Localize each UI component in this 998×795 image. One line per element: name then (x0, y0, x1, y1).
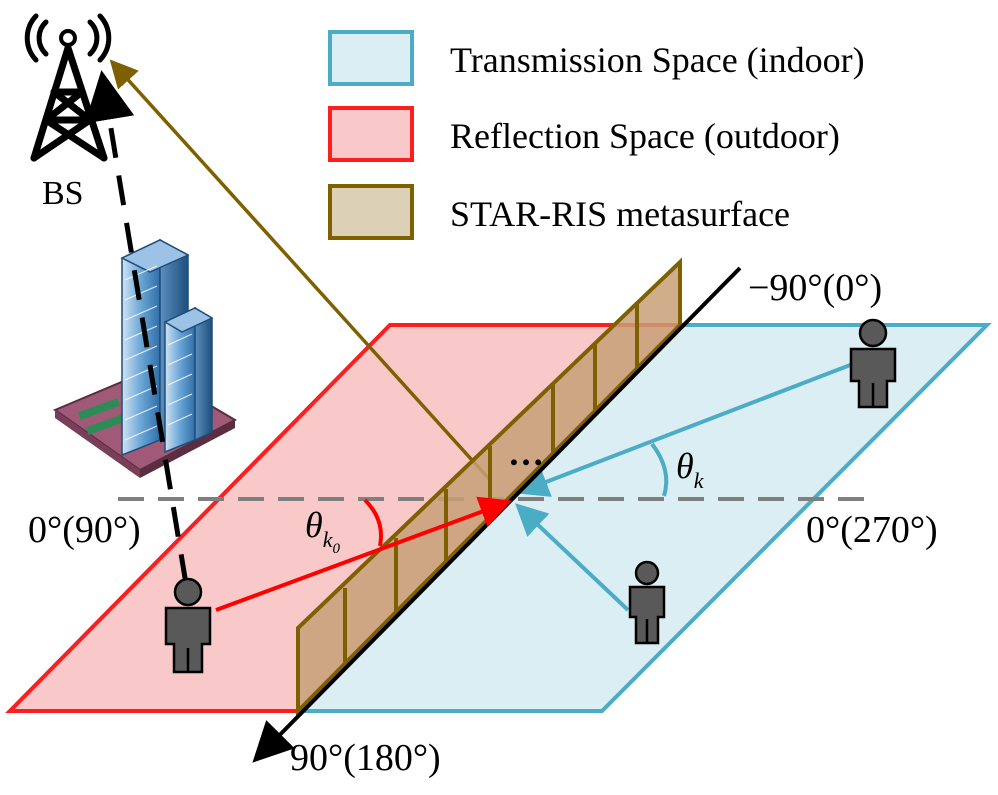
legend-swatch-metasurface (328, 184, 414, 240)
user-icon (164, 577, 212, 674)
theta-k0-arc (363, 498, 383, 547)
legend-label-metasurface: STAR-RIS metasurface (450, 194, 790, 234)
angle-label-bottom: 90°(180°) (290, 737, 441, 779)
legend-label-transmission: Transmission Space (indoor) (450, 40, 865, 80)
angle-label-left: 0°(90°) (28, 509, 141, 551)
user-icon (628, 560, 666, 645)
building-icon (52, 238, 238, 478)
bs-tower-icon (24, 13, 112, 162)
angle-label-top: −90°(0°) (748, 267, 882, 309)
legend-swatch-reflection (328, 106, 414, 162)
angle-label-right: 0°(270°) (806, 509, 938, 551)
user-icon (849, 318, 897, 409)
legend-swatch-transmission (328, 30, 414, 86)
bs-label: BS (42, 175, 84, 212)
theta-k0-label: θk0 (305, 505, 340, 557)
theta-k-label: θk (676, 446, 705, 493)
ris-to-bs-link (109, 59, 492, 482)
reflect-arrow (215, 496, 512, 612)
transmit-arrow-bottom-user (515, 503, 630, 612)
metasurface-dots: … (508, 433, 544, 473)
theta-k-arc (650, 442, 669, 497)
legend-label-reflection: Reflection Space (outdoor) (450, 116, 840, 156)
legend: Transmission Space (indoor) Reflection S… (328, 30, 865, 240)
bs-user-dashed-link (84, 70, 189, 585)
transmit-arrow-top-user (516, 360, 859, 497)
